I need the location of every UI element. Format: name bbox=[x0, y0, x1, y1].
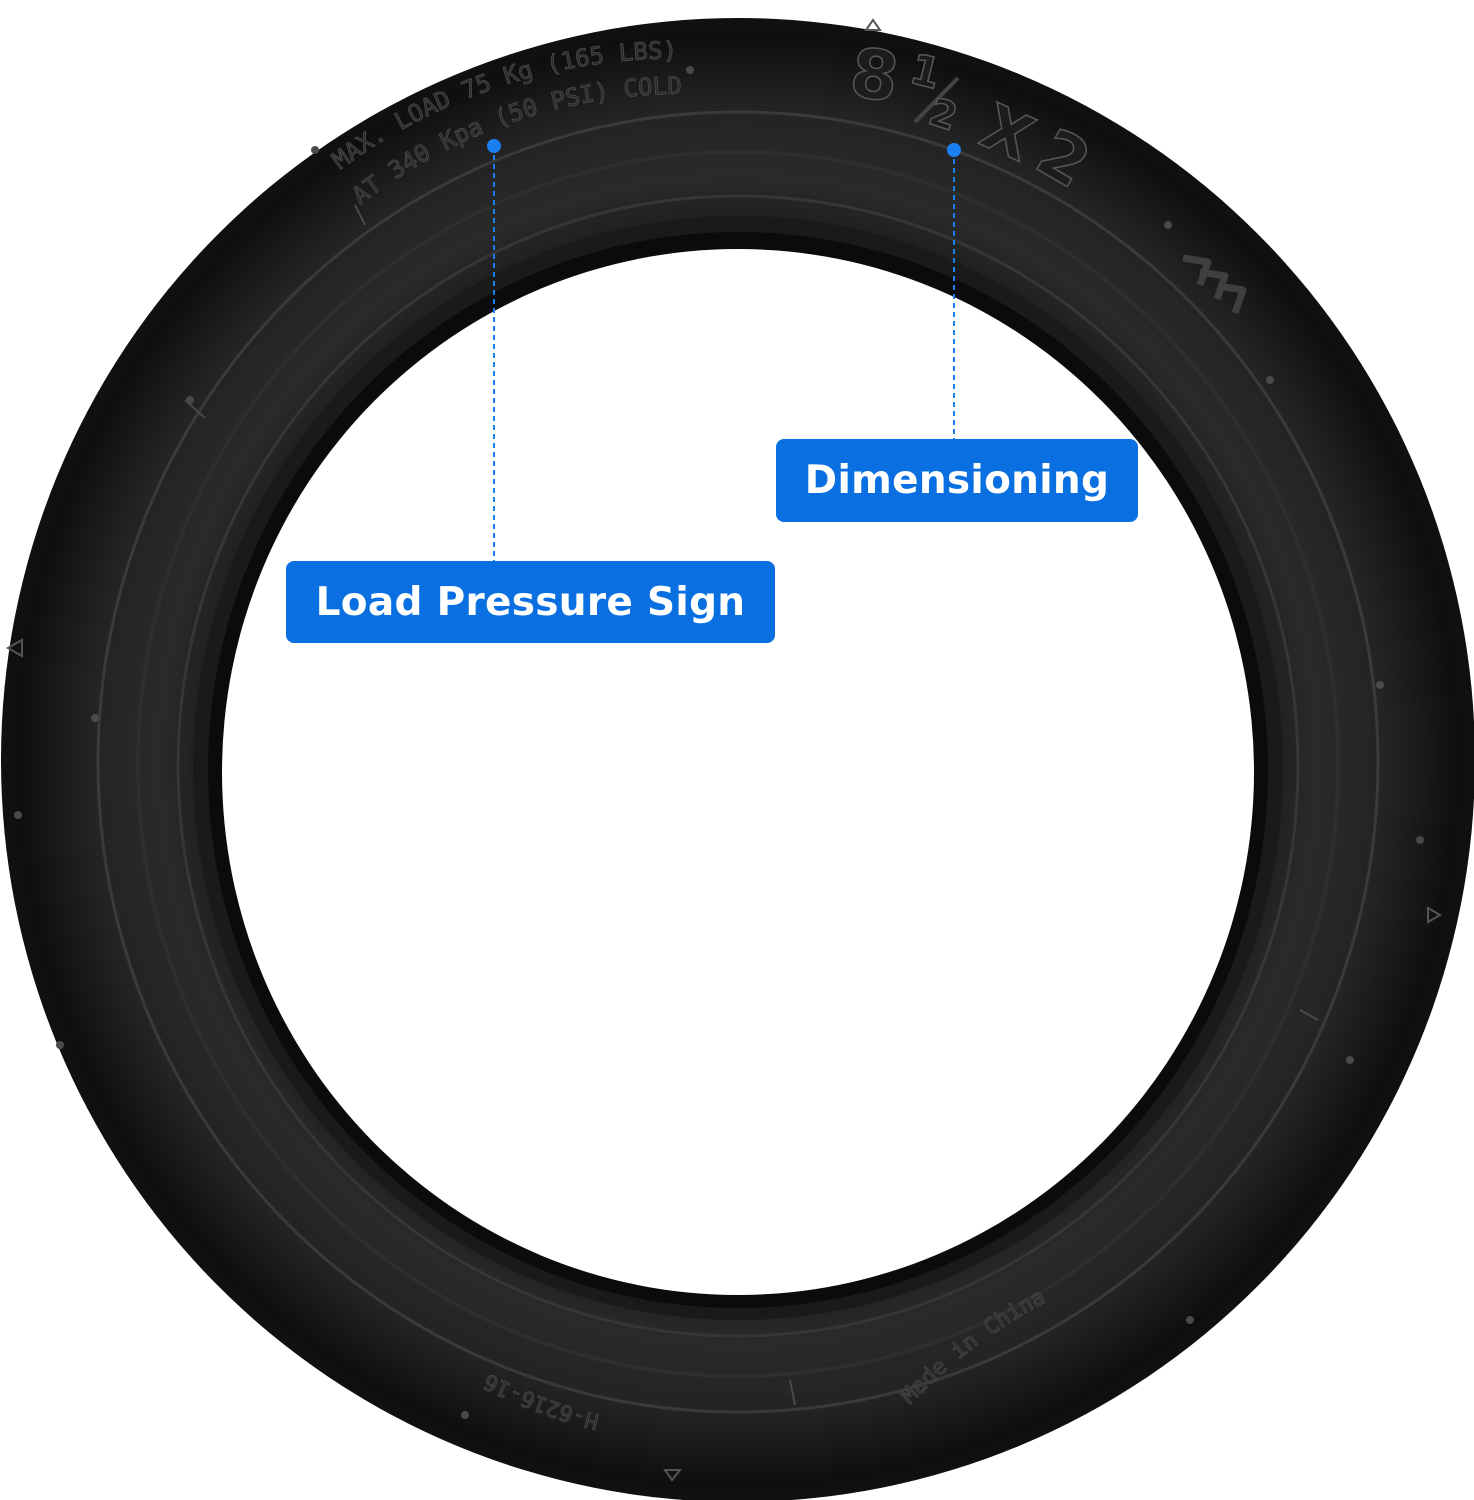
sidewall-ridge-mid bbox=[136, 150, 1340, 1378]
tire bbox=[1, 18, 1474, 1500]
index-triangles bbox=[5, 18, 1442, 1482]
size-whole: 8 bbox=[845, 34, 903, 119]
blue-dot-marker-icon bbox=[487, 139, 501, 153]
size-fraction-bar bbox=[913, 76, 960, 124]
dimensioning-label: Dimensioning bbox=[804, 458, 1110, 503]
sidewall-ridge-outer bbox=[96, 110, 1380, 1414]
tire-center-opening bbox=[222, 249, 1254, 1295]
sidewall-ticks bbox=[14, 66, 1424, 1419]
dimensioning-callout: Dimensioning bbox=[776, 439, 1138, 522]
triple-chevron-right-icon bbox=[1182, 254, 1247, 315]
callout-leaders bbox=[487, 139, 961, 561]
load-pressure-callout: Load Pressure Sign bbox=[286, 561, 775, 643]
blue-dot-marker-icon bbox=[947, 143, 961, 157]
sidewall-ridge-inner bbox=[176, 194, 1300, 1338]
load-pressure-label: Load Pressure Sign bbox=[315, 579, 746, 625]
